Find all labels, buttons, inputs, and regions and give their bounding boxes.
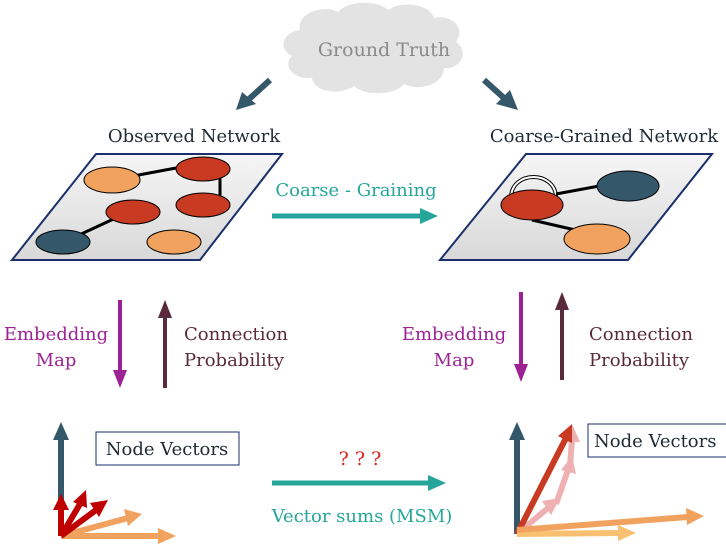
node-red xyxy=(175,156,231,182)
vector-orange xyxy=(60,515,129,539)
node-orange xyxy=(83,166,141,194)
left-embedding-arrow xyxy=(113,300,127,388)
node-dark-teal xyxy=(35,229,91,255)
right-node-vectors-label: Node Vectors xyxy=(594,431,716,452)
vector-pink xyxy=(567,439,575,467)
node-orange xyxy=(563,223,631,255)
left-embedding-label-line1: Embedding xyxy=(4,324,108,345)
vector-sums-label: Vector sums (MSM) xyxy=(271,506,453,527)
node-red xyxy=(500,189,564,221)
right-embedding-label-line2: Map xyxy=(434,350,475,371)
right-connection-label-line1: Connection xyxy=(589,324,693,345)
vector-pink xyxy=(553,469,571,505)
vector-light-orange xyxy=(516,530,621,537)
node-orange xyxy=(146,229,202,255)
left-connection-arrow xyxy=(158,300,172,388)
right-node-vectors-box: Node Vectors xyxy=(587,423,726,458)
cloud-to-observed-arrow xyxy=(236,77,273,110)
right-embedding-arrow xyxy=(514,292,528,382)
vector-orange-sum xyxy=(516,514,689,533)
coarse-graining-label: Coarse - Graining xyxy=(275,180,436,201)
right-node-vectors xyxy=(509,422,704,541)
vector-dark-red xyxy=(59,507,98,539)
left-embedding-label-line2: Map xyxy=(36,350,77,371)
right-embedding-label-line1: Embedding xyxy=(402,324,506,345)
node-dark-teal xyxy=(596,170,660,202)
left-node-vectors-box: Node Vectors xyxy=(95,431,240,466)
ground-truth-cloud: Ground Truth xyxy=(283,2,463,94)
observed-network-title: Observed Network xyxy=(108,126,281,147)
vector-red-sum xyxy=(514,436,569,536)
left-connection-label-line2: Probability xyxy=(184,350,285,371)
vector-sums-arrow xyxy=(272,475,446,491)
coarse-graining-arrow xyxy=(272,208,438,224)
cloud-to-coarse-arrow xyxy=(481,77,518,110)
node-red xyxy=(105,199,161,225)
left-node-vectors-label: Node Vectors xyxy=(106,439,228,460)
node-red xyxy=(175,192,231,218)
unknown-marks: ? ? ? xyxy=(339,448,382,470)
ground-truth-label: Ground Truth xyxy=(318,39,450,61)
right-connection-label-line2: Probability xyxy=(589,350,690,371)
left-node-vectors xyxy=(53,422,176,544)
coarse-network-title: Coarse-Grained Network xyxy=(490,126,719,147)
left-connection-label-line1: Connection xyxy=(184,324,288,345)
observed-network xyxy=(9,153,285,261)
coarse-network xyxy=(437,153,715,261)
right-connection-arrow xyxy=(555,292,569,380)
